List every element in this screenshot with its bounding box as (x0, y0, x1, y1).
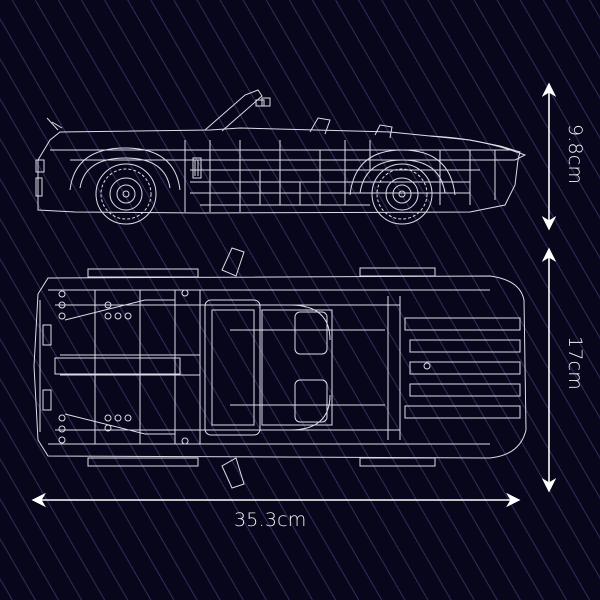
height-dimension-label: 9.8cm (564, 124, 586, 185)
length-dimension-label: 35.3cm (234, 509, 307, 531)
car-side-view (35, 89, 527, 225)
car-top-view (33, 247, 527, 489)
width-dimension-label: 17cm (564, 336, 586, 390)
